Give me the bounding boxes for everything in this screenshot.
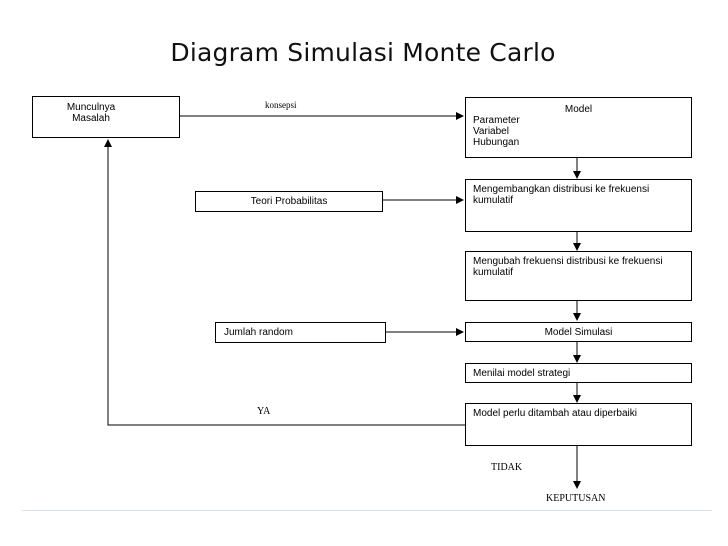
node-mengubah-frekuensi: Mengubah frekuensi distribusi ke frekuen…	[465, 251, 692, 301]
node-mengubah-line1: Mengubah frekuensi distribusi ke frekuen…	[473, 256, 663, 267]
node-model-perlu-diperbaiki: Model perlu ditambah atau diperbaiki	[465, 403, 692, 446]
node-munculnya-line2: Masalah	[72, 113, 110, 124]
node-simulasi-label: Model Simulasi	[544, 327, 613, 338]
node-teori-probabilitas: Teori Probabilitas	[195, 191, 383, 212]
node-model-item-3: Hubungan	[473, 137, 520, 148]
page-title: Diagram Simulasi Monte Carlo	[170, 38, 556, 67]
node-menilai-label: Menilai model strategi	[473, 368, 571, 379]
label-konsepsi: konsepsi	[265, 100, 297, 110]
label-keputusan: KEPUTUSAN	[546, 493, 606, 504]
footer-divider	[22, 510, 712, 511]
node-perlu-label: Model perlu ditambah atau diperbaiki	[473, 408, 637, 419]
node-distribusi-line1: Mengembangkan distribusi ke frekuensi	[473, 184, 650, 195]
node-distribusi-line2: kumulatif	[473, 195, 514, 206]
node-mengubah-line2: kumulatif	[473, 267, 514, 278]
node-model: Model Parameter Variabel Hubungan	[465, 97, 692, 158]
node-menilai-model: Menilai model strategi	[465, 363, 692, 383]
node-teori-label: Teori Probabilitas	[250, 196, 328, 207]
node-model-item-1: Parameter	[473, 115, 520, 126]
node-munculnya-masalah: Munculnya Masalah	[32, 96, 180, 138]
node-munculnya-line1: Munculnya	[66, 102, 116, 113]
label-ya: YA	[257, 406, 271, 417]
node-model-simulasi: Model Simulasi	[465, 322, 692, 342]
node-jumlah-random: Jumlah random	[215, 322, 386, 343]
node-model-item-2: Variabel	[473, 126, 509, 137]
arrow-feedback-ya	[104, 139, 465, 426]
node-model-title: Model	[564, 104, 593, 115]
label-tidak: TIDAK	[491, 462, 523, 473]
node-mengembangkan-distribusi: Mengembangkan distribusi ke frekuensi ku…	[465, 179, 692, 232]
node-jumlah-label: Jumlah random	[224, 327, 293, 338]
